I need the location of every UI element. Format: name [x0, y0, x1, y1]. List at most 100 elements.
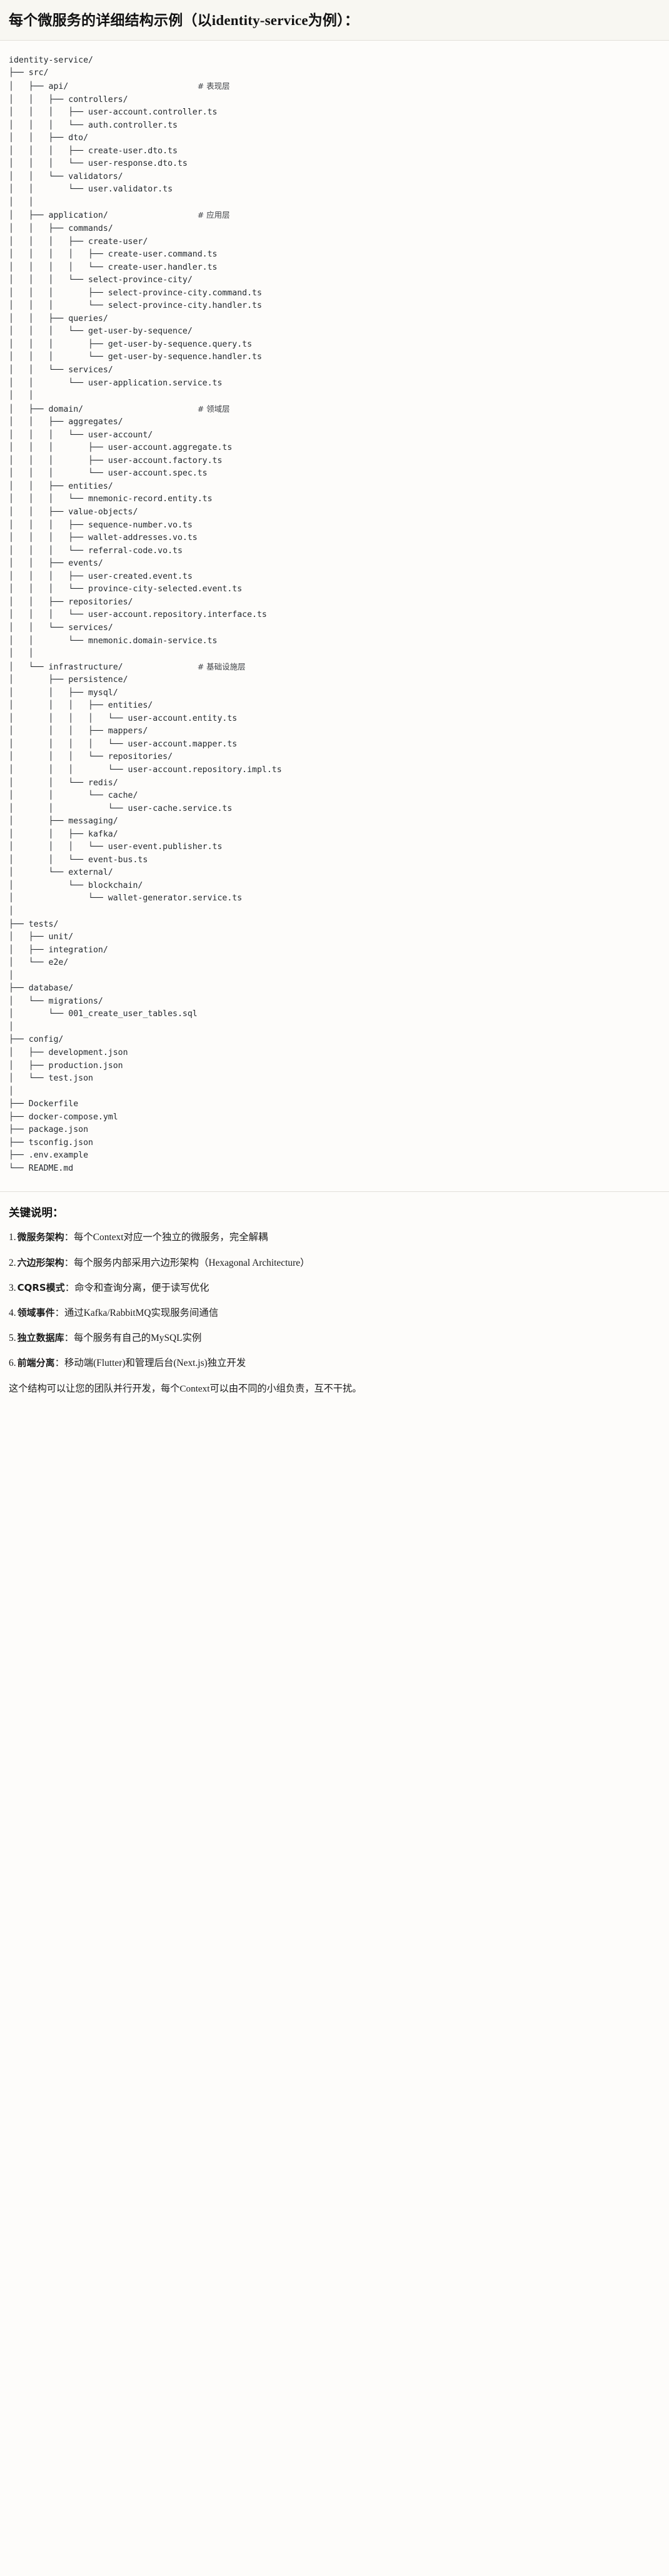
key-note-item: 领域事件：通过Kafka/RabbitMQ实现服务间通信: [9, 1306, 660, 1320]
key-note-item: 前端分离：移动端(Flutter)和管理后台(Next.js)独立开发: [9, 1356, 660, 1370]
tree-line: │ ├── production.json: [9, 1061, 123, 1071]
tree-line-text: │ │ │ ├── create-user/: [9, 237, 148, 247]
tree-line-text: │ │ └── services/: [9, 623, 113, 633]
tree-line-text: │ └── wallet-generator.service.ts: [9, 893, 243, 904]
tree-line: │ │ └── validators/: [9, 172, 123, 181]
tree-line-pad: [123, 663, 198, 672]
tree-line-text: │ │ ├── entities/: [9, 481, 113, 491]
tree-line-text: │ │ │ │ └── user-account.entity.ts: [9, 713, 238, 723]
tree-line-text: │ │ │ ├── wallet-addresses.vo.ts: [9, 533, 198, 543]
tree-line: ├── docker-compose.yml: [9, 1112, 118, 1122]
tree-line: │ │ │ ├── create-user.dto.ts: [9, 146, 178, 156]
tree-line: │ │ │ └── user-event.publisher.ts: [9, 842, 222, 852]
tree-line: │ │ └── user-application.service.ts: [9, 379, 222, 388]
tree-line: │ │ ├── entities/: [9, 482, 113, 491]
tree-line-text: │ │ └── redis/: [9, 778, 118, 788]
tree-line-text: │ │ ├── events/: [9, 559, 103, 569]
tree-line: ├── tests/: [9, 920, 58, 929]
tree-line-text: │ ├── application/: [9, 211, 108, 221]
tree-line: │ │ ├── controllers/: [9, 95, 128, 104]
tree-line: │: [9, 1087, 14, 1096]
tree-line: │ ├── integration/: [9, 945, 108, 955]
tree-line: │ │ │ │ ├── create-user.command.ts: [9, 250, 217, 259]
key-notes-section: 关键说明： 微服务架构：每个Context对应一个独立的微服务，完全解耦六边形架…: [0, 1192, 669, 1405]
tree-line: │ │ ├── aggregates/: [9, 417, 123, 427]
key-note-separator: ：: [64, 1282, 75, 1293]
tree-line-text: ├── config/: [9, 1035, 64, 1045]
tree-line-text: └── README.md: [9, 1163, 74, 1173]
tree-line-text: │ │: [9, 649, 34, 659]
tree-line-text: ├── database/: [9, 984, 74, 994]
tree-line-text: │ ├── integration/: [9, 945, 108, 955]
tree-line-text: │ │ └── validators/: [9, 171, 123, 181]
tree-line-comment: # 基础设施层: [197, 661, 246, 671]
tree-line: ├── .env.example: [9, 1151, 88, 1160]
page-header: 每个微服务的详细结构示例（以identity-service为例）：: [0, 0, 669, 41]
directory-tree: identity-service/ ├── src/ │ ├── api/ # …: [0, 54, 669, 1176]
tree-line: │ │ └── services/: [9, 365, 113, 375]
tree-line: │ │ │ └── referral-code.vo.ts: [9, 546, 183, 556]
tree-line-text: │ │ │ └── user-account.repository.interf…: [9, 610, 267, 620]
tree-line: │ │ ├── commands/: [9, 224, 113, 233]
tree-line-comment: # 领域层: [197, 404, 230, 414]
tree-line: │ │ ├── mysql/: [9, 688, 118, 698]
tree-line: │ │ │ └── user-account/: [9, 430, 153, 440]
tree-line: │ │ └── user-cache.service.ts: [9, 804, 232, 813]
tree-line: ├── tsconfig.json: [9, 1138, 93, 1148]
key-note-label: 前端分离: [17, 1357, 55, 1369]
tree-line-text: │ │ ├── queries/: [9, 313, 108, 323]
tree-line: │ │ │ └── get-user-by-sequence.handler.t…: [9, 352, 262, 362]
tree-line: │ │ │ ├── user-account.factory.ts: [9, 456, 222, 466]
tree-line: │ │ ├── repositories/: [9, 598, 133, 607]
tree-line: │ ├── unit/: [9, 932, 73, 942]
tree-line-text: │ │ │ └── user-response.dto.ts: [9, 159, 188, 169]
tree-line-text: │ │ ├── controllers/: [9, 94, 128, 104]
tree-line-text: │ │ │ └── select-province-city.handler.t…: [9, 301, 262, 311]
key-note-detail: 通过Kafka/RabbitMQ实现服务间通信: [64, 1307, 219, 1318]
tree-line: │ ├── persistence/: [9, 675, 128, 685]
tree-line-text: │ │ │ │ ├── create-user.command.ts: [9, 250, 218, 260]
tree-line-text: │ │ ├── kafka/: [9, 829, 118, 839]
tree-line-text: │ │ │ └── select-province-city/: [9, 275, 193, 285]
tree-line: │ │ ├── dto/: [9, 133, 88, 143]
tree-line: │: [9, 971, 14, 980]
key-note-detail: 每个服务有自己的MySQL实例: [73, 1332, 202, 1343]
tree-line-text: │ │ └── event-bus.ts: [9, 855, 148, 865]
tree-line: │ │ │ ├── mappers/: [9, 726, 148, 736]
tree-line: │ │: [9, 649, 34, 658]
tree-line: identity-service/: [9, 56, 93, 65]
key-note-item: 六边形架构：每个服务内部采用六边形架构（Hexagonal Architectu…: [9, 1256, 660, 1270]
tree-line-text: │ └── migrations/: [9, 996, 103, 1006]
tree-line: │ │ │ ├── sequence-number.vo.ts: [9, 521, 193, 530]
tree-line-text: │ │ │ └── user-event.publisher.ts: [9, 842, 223, 852]
tree-line-text: │ │ │ ├── user-account.aggregate.ts: [9, 443, 233, 453]
key-note-separator: ：: [54, 1358, 64, 1369]
tree-line-text: │ │ │ └── user-account.repository.impl.t…: [9, 765, 282, 775]
tree-line-text: │ └── blockchain/: [9, 880, 143, 890]
tree-line: │ │ │ │ └── create-user.handler.ts: [9, 263, 217, 272]
tree-line: │ ├── development.json: [9, 1048, 128, 1057]
tree-line: │ │ └── event-bus.ts: [9, 855, 148, 865]
tree-line-text: │ │ │ ├── user-created.event.ts: [9, 571, 193, 581]
key-note-separator: ：: [64, 1257, 74, 1268]
tree-line-text: │ │ │ └── auth.controller.ts: [9, 120, 178, 130]
tree-line: │ │ │ └── get-user-by-sequence/: [9, 327, 193, 336]
tree-line: │ └── external/: [9, 868, 113, 877]
tree-line: │ └── e2e/: [9, 958, 68, 967]
directory-tree-block: identity-service/ ├── src/ │ ├── api/ # …: [0, 40, 669, 1193]
key-notes-title: 关键说明：: [9, 1207, 64, 1220]
tree-line-text: │ │ │ └── get-user-by-sequence.handler.t…: [9, 352, 262, 362]
tree-line: │ │ ├── events/: [9, 559, 103, 568]
tree-line-text: ├── Dockerfile: [9, 1099, 79, 1109]
tree-line: ├── database/: [9, 984, 73, 993]
tree-line: │ │ │ └── select-province-city.handler.t…: [9, 301, 262, 310]
tree-line-text: │ │ │ └── referral-code.vo.ts: [9, 546, 183, 556]
tree-line-text: │ │ ├── dto/: [9, 133, 89, 143]
key-note-separator: ：: [64, 1332, 74, 1343]
tree-line: │ │ └── cache/: [9, 791, 138, 800]
tree-line: │ │ │ └── province-city-selected.event.t…: [9, 584, 242, 594]
tree-line-text: │ ├── messaging/: [9, 817, 118, 827]
tree-line: │ │ └── redis/: [9, 778, 118, 788]
tree-line-text: ├── package.json: [9, 1125, 89, 1135]
tree-line-text: │ │ │ └── user-account.spec.ts: [9, 469, 208, 479]
